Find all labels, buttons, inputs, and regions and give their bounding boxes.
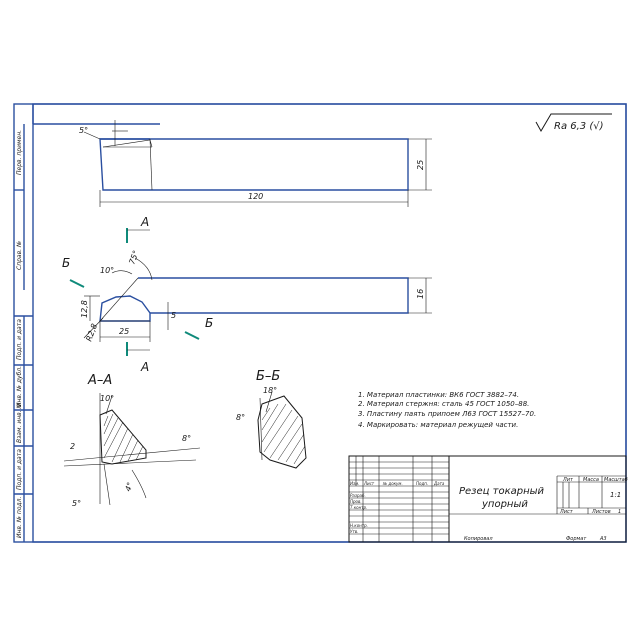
side-view: 16 А А Б Б 10° 75° 12,8 R2,8 25 5: [62, 215, 432, 374]
aa-angle-right: 8°: [182, 434, 191, 443]
tb-mass-label: Масса: [583, 477, 599, 483]
tb-name-1: Резец токарный: [459, 486, 545, 497]
side-inv-dubl: Инв. № дубл.: [16, 366, 23, 407]
side-sprav: Справ. №: [16, 241, 23, 270]
tb-sheets-label: Листов: [591, 509, 611, 515]
section-bb-title: Б–Б: [256, 369, 280, 384]
tb-name-2: упорный: [481, 499, 528, 510]
section-bb: Б–Б 18° 8°: [236, 369, 307, 469]
side-inv-podl: Инв. № подл.: [16, 497, 23, 538]
tb-format-value: А3: [599, 536, 607, 542]
sheet-frame: [13, 103, 627, 543]
tb-col-sign: Подп.: [416, 481, 428, 486]
top-angle: 5°: [79, 126, 88, 135]
title-block: Лит Масса Масштаб 1:1 Лист Листов 1 Резе…: [348, 455, 628, 543]
tb-col-date: Дата: [433, 481, 445, 486]
tb-scale-value: 1:1: [610, 491, 621, 499]
top-height-dim: 25: [416, 160, 425, 170]
side-dim-radius: R2,8: [84, 322, 99, 342]
aa-angle-top: 10°: [100, 394, 114, 403]
side-vzam-inv: Взам. инв. №: [16, 402, 23, 443]
side-strip: Перв. примен. Справ. № Подп. и дата Инв.…: [14, 124, 33, 542]
note-4: 4. Маркировать: материал режущей части.: [358, 421, 518, 429]
aa-angle-bottom-right: 4°: [123, 481, 135, 493]
aa-angle-bottom-left: 5°: [72, 499, 81, 508]
section-aa: А–А 10° 8° 2 5° 4°: [63, 373, 201, 508]
tb-sheets-value: 1: [618, 509, 621, 515]
tb-lit-label: Лит: [562, 477, 574, 483]
side-angle-top-left: 10°: [100, 266, 114, 275]
side-perv-primen: Перв. примен.: [16, 130, 23, 175]
tb-row-utv: Утв.: [350, 529, 358, 534]
side-dim-height: 12,8: [80, 300, 89, 318]
side-dim-length: 25: [119, 327, 129, 336]
tb-row-tkontr: Т.контр.: [350, 505, 367, 510]
bb-angle-top: 18°: [263, 386, 277, 395]
side-width-dim: 16: [416, 289, 425, 299]
tb-row-nkontr: Н.контр.: [350, 523, 368, 528]
tb-format-label: Формат: [566, 536, 587, 542]
tb-sheet-label: Лист: [559, 509, 574, 515]
tb-row-razrab: Разраб.: [350, 493, 366, 498]
section-b-right: Б: [205, 316, 213, 330]
tb-scale-label: Масштаб: [604, 477, 628, 483]
top-length-dim: 120: [248, 192, 263, 201]
side-podp-data-1: Подп. и дата: [16, 319, 23, 360]
side-angle-top-right: 75°: [127, 249, 140, 265]
tb-col-izm: Изм.: [350, 481, 359, 486]
top-view: 5° 25 120: [79, 120, 432, 207]
tb-copied: Копировал: [464, 536, 493, 542]
section-b-left: Б: [62, 256, 70, 270]
roughness-value: Ra 6,3 (√): [554, 121, 604, 132]
side-podp-data-2: Подп. и дата: [16, 449, 23, 490]
bb-angle-left: 8°: [236, 413, 245, 422]
note-2: 2. Материал стержня: сталь 45 ГОСТ 1050–…: [358, 400, 529, 408]
technical-notes: 1. Материал пластинки: ВК6 ГОСТ 3882–74.…: [358, 391, 536, 429]
side-dim-small: 5: [171, 311, 176, 320]
aa-angle-left: 2: [70, 442, 75, 451]
tb-col-list: Лист: [363, 481, 375, 486]
note-3: 3. Пластину паять припоем Л63 ГОСТ 15527…: [358, 410, 536, 418]
roughness-mark: Ra 6,3 (√): [535, 113, 612, 133]
tb-col-doc: № докум.: [382, 481, 403, 486]
tb-row-prov: Пров.: [350, 499, 362, 504]
section-a-bottom: А: [140, 360, 149, 374]
section-aa-title: А–А: [87, 373, 112, 388]
section-a-top: А: [140, 215, 149, 229]
note-1: 1. Материал пластинки: ВК6 ГОСТ 3882–74.: [358, 391, 519, 399]
